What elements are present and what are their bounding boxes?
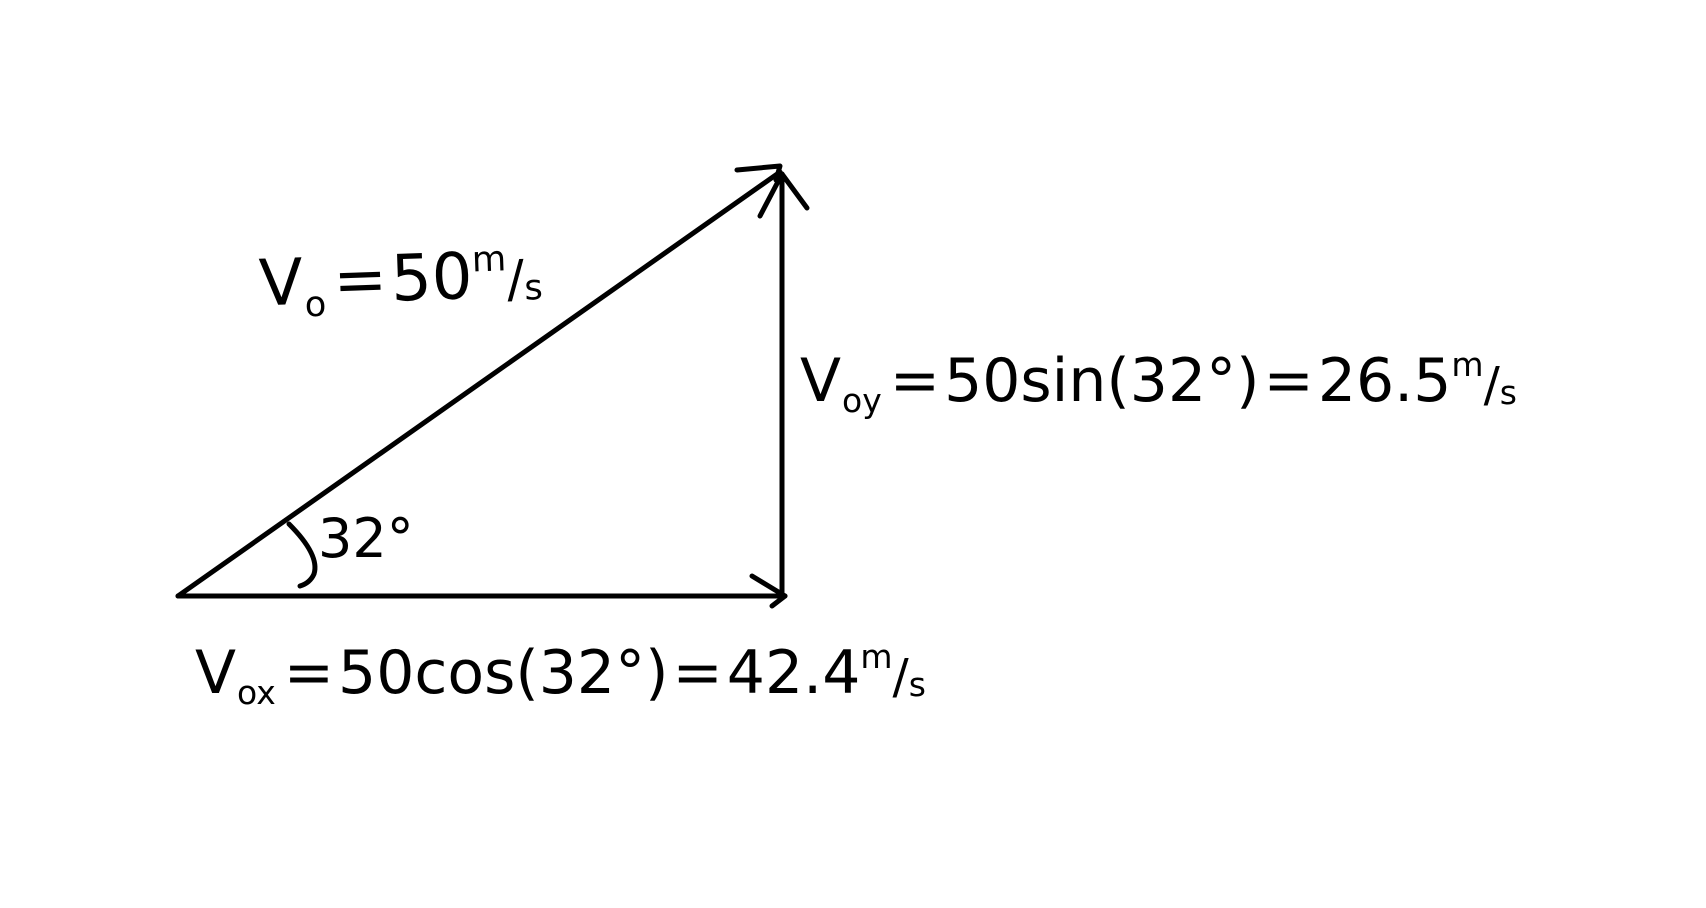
horizontal-unit-m: m bbox=[860, 637, 893, 676]
resultant-arrowhead bbox=[734, 163, 783, 183]
horizontal-component-label: Vox=50cos(32°)=42.4m/s bbox=[195, 640, 926, 709]
resultant-unit-s: s bbox=[523, 267, 544, 309]
vertical-unit-m: m bbox=[1451, 345, 1484, 384]
vertical-unit-slash: / bbox=[1483, 356, 1500, 413]
angle-label: 32° bbox=[318, 512, 414, 566]
resultant-unit-m: m bbox=[471, 238, 507, 281]
resultant-velocity-label: Vo=50m/s bbox=[257, 238, 544, 326]
horizontal-arrowhead bbox=[749, 573, 788, 609]
horizontal-value: 42.4 bbox=[726, 637, 861, 708]
resultant-vector-line bbox=[175, 169, 783, 599]
horizontal-unit-slash: / bbox=[892, 648, 909, 705]
resultant-subscript: o bbox=[304, 283, 327, 326]
horizontal-unit-s: s bbox=[908, 665, 926, 705]
horizontal-expression: 50cos(32°) bbox=[338, 637, 669, 708]
vertical-value: 26.5 bbox=[1317, 345, 1452, 416]
angle-arc bbox=[286, 521, 318, 589]
vertical-equals-2: = bbox=[1263, 345, 1314, 416]
resultant-value: 50 bbox=[389, 239, 474, 317]
resultant-unit-slash: / bbox=[505, 249, 526, 310]
vertical-subscript: oy bbox=[842, 381, 882, 421]
vertical-expression: 50sin(32°) bbox=[944, 345, 1260, 416]
vertical-arrowhead bbox=[757, 171, 810, 219]
horizontal-equals: = bbox=[283, 637, 335, 708]
vertical-unit-s: s bbox=[1499, 373, 1517, 413]
vertical-equals: = bbox=[889, 345, 941, 416]
horizontal-equals-2: = bbox=[672, 637, 723, 708]
vertical-symbol: V bbox=[800, 345, 842, 416]
vertical-component-label: Voy=50sin(32°)=26.5m/s bbox=[800, 348, 1517, 417]
horizontal-symbol: V bbox=[195, 637, 237, 708]
angle-value: 32° bbox=[318, 507, 414, 570]
resultant-equals: = bbox=[332, 242, 389, 319]
resultant-symbol: V bbox=[257, 245, 305, 322]
horizontal-subscript: ox bbox=[237, 673, 276, 713]
